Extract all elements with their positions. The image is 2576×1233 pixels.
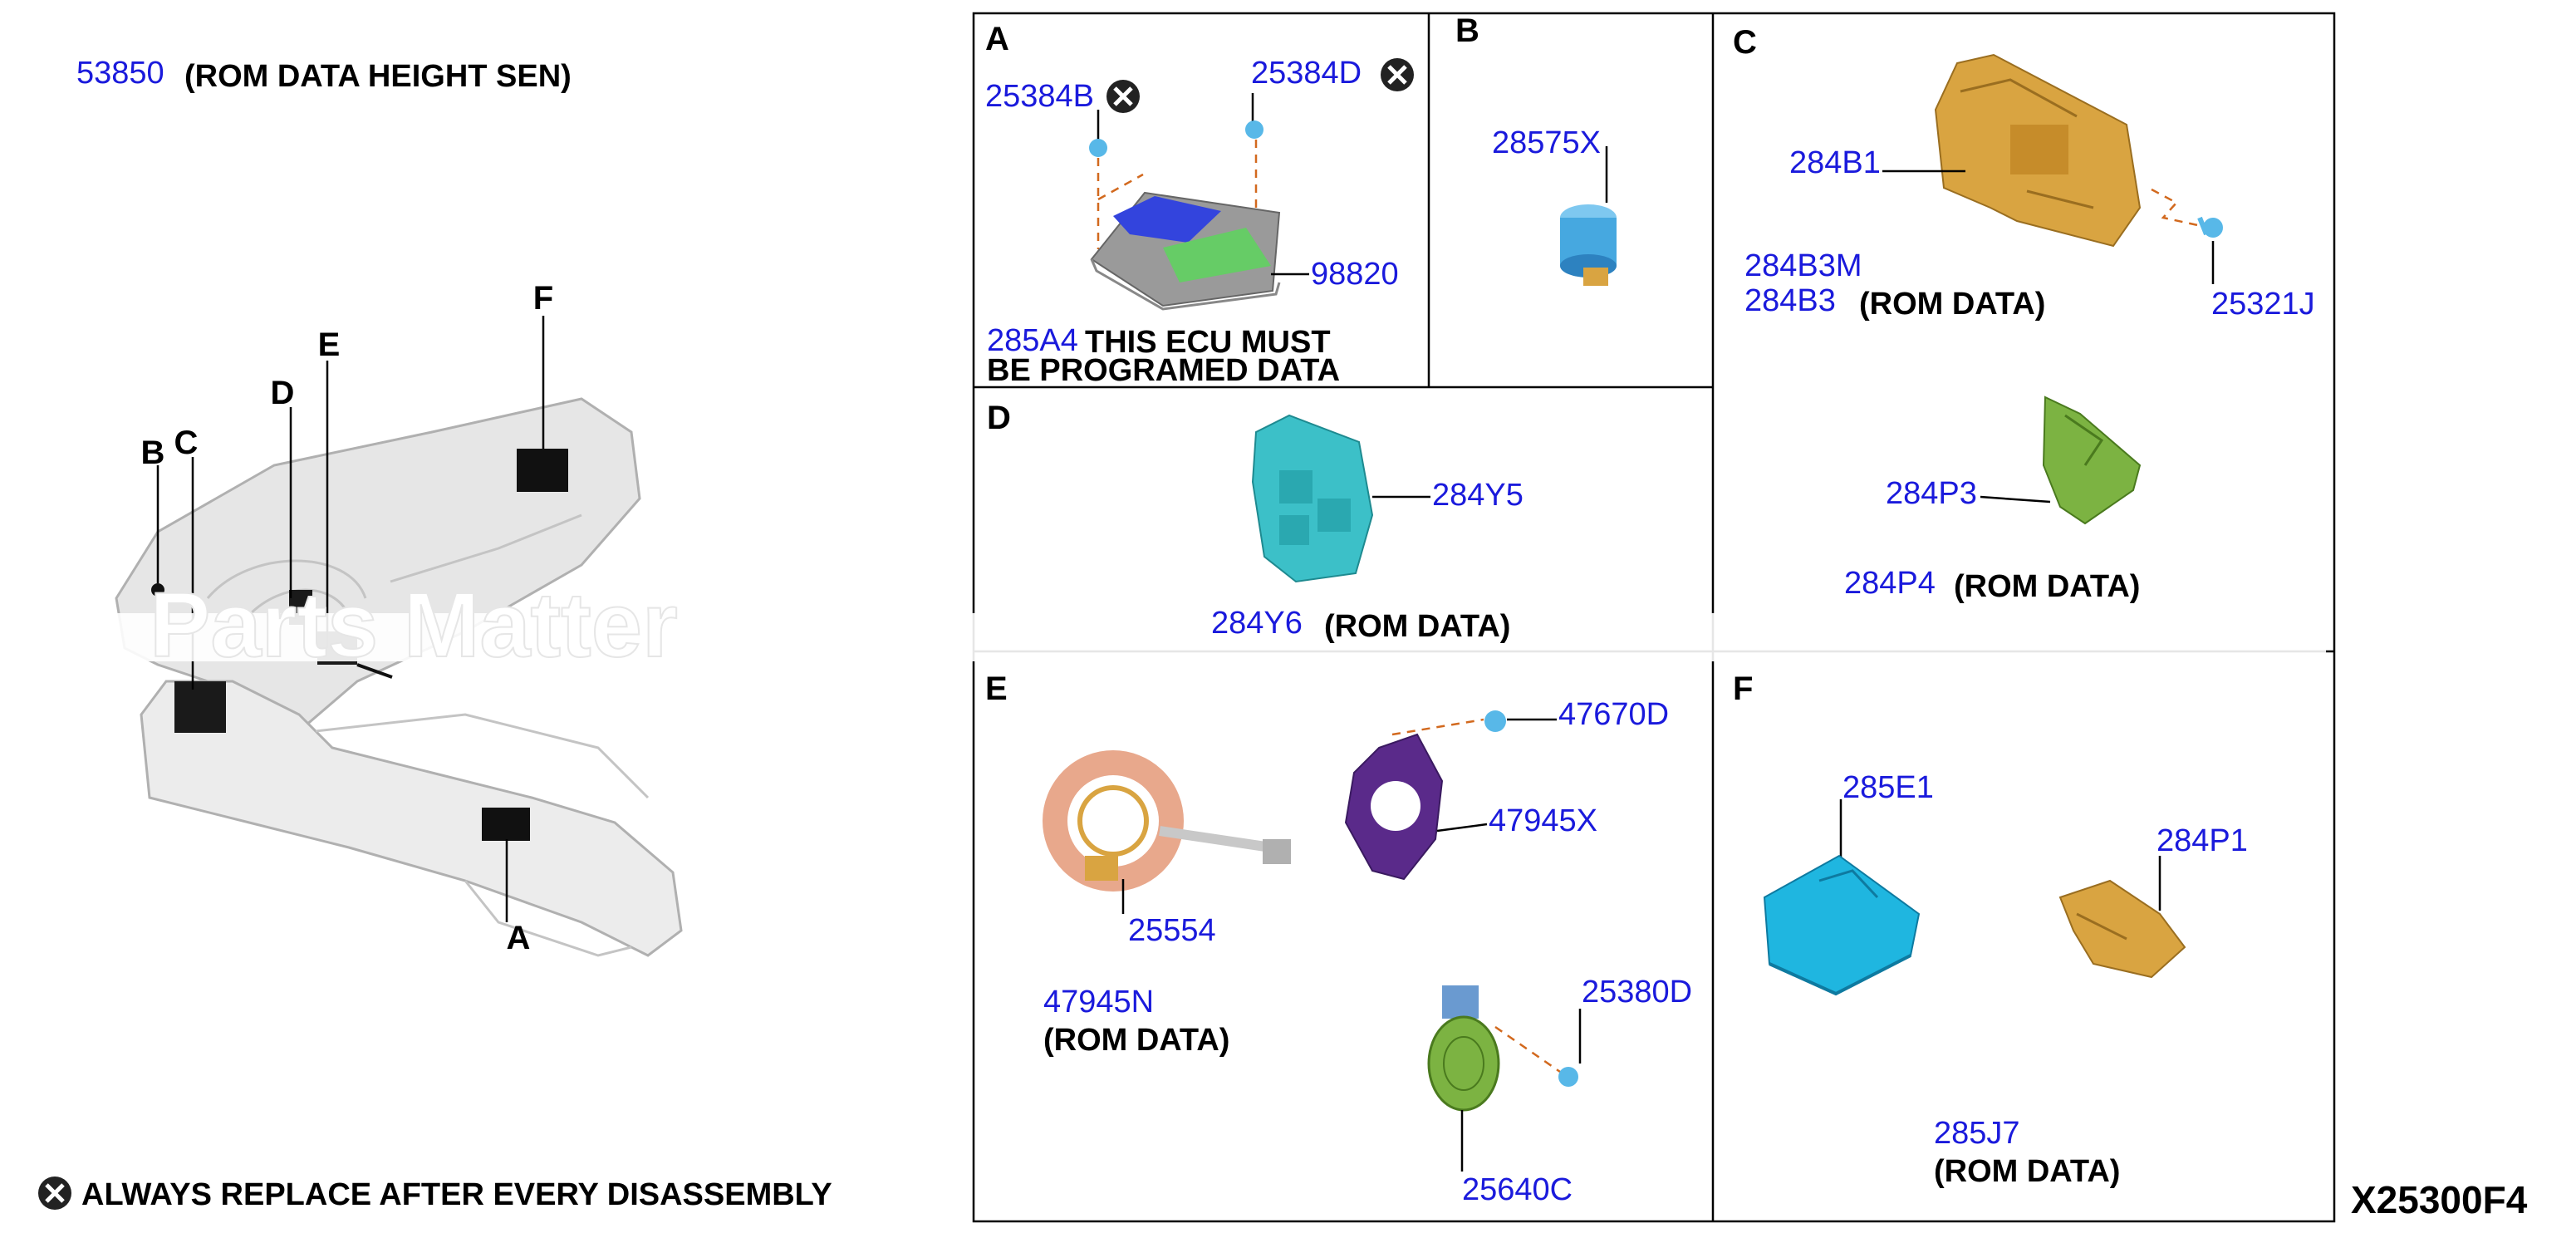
component-c-marker [174,681,226,733]
replace-marker-icon [1106,80,1140,113]
panel-e: E 25554 47945N (ROM DATA) 47670D 47945X [985,671,1692,1207]
panel-d: D 284Y5 284Y6 (ROM DATA) [987,400,1524,644]
airbag-ecu-icon [1090,191,1281,311]
part-47670D[interactable]: 47670D [1558,697,1669,732]
part-47945X[interactable]: 47945X [1489,803,1597,838]
panel-a-note-line1: THIS ECU MUST [1085,325,1331,360]
part-25640C[interactable]: 25640C [1462,1172,1573,1207]
bracket-284p1-icon [2058,879,2186,979]
screw-icon [1089,139,1107,157]
panel-f-letter: F [1733,671,1753,707]
part-25554[interactable]: 25554 [1128,913,1216,948]
spiral-cable-icon [1043,750,1291,892]
bcm-icon [1934,53,2142,248]
part-25384B[interactable]: 25384B [985,79,1094,114]
header-description: (ROM DATA HEIGHT SEN) [184,59,572,94]
panel-e-letter: E [985,671,1008,707]
part-25321J[interactable]: 25321J [2211,287,2315,322]
diagram-code: X25300F4 [2351,1178,2528,1221]
part-284P1[interactable]: 284P1 [2156,823,2248,858]
panel-c-rom1: (ROM DATA) [1859,287,2045,322]
sensor-b-icon [1560,204,1617,286]
panel-c: C 284B1 284B3M 284B3 (ROM DATA) 25321J 2… [1733,24,2315,604]
callout-f[interactable]: F [533,280,553,317]
part-284P4[interactable]: 284P4 [1844,566,1936,601]
panel-f-rom: (ROM DATA) [1934,1154,2120,1189]
panel-a-note-line2: BE PROGRAMED DATA [987,353,1340,388]
watermark-text: Parts Matter [150,574,678,676]
part-47945N[interactable]: 47945N [1043,985,1154,1019]
panel-b-letter: B [1455,12,1479,49]
part-28575X[interactable]: 28575X [1492,125,1601,160]
screw-icon [2197,216,2223,238]
bracket-icon [2042,395,2142,525]
horn-icon [1427,985,1500,1112]
footer-note: ALWAYS REPLACE AFTER EVERY DISASSEMBLY [81,1177,832,1212]
panel-d-letter: D [987,400,1011,436]
header-part-number[interactable]: 53850 [76,56,164,91]
screw-icon [1558,1067,1578,1087]
panel-f: F 285E1 284P1 285J7 (ROM DATA) [1733,671,2248,1189]
part-284B3M[interactable]: 284B3M [1744,248,1862,283]
component-f-marker [517,449,568,492]
panel-c-letter: C [1733,24,1757,61]
callout-d[interactable]: D [271,375,295,411]
callout-c[interactable]: C [174,425,199,461]
replace-marker-icon [38,1177,71,1210]
component-a-marker [482,808,530,841]
part-285J7[interactable]: 285J7 [1934,1116,2020,1151]
part-285A4[interactable]: 285A4 [987,323,1078,358]
module-285e1-icon [1763,854,1921,996]
ipdm-icon [1251,414,1374,583]
part-25384D[interactable]: 25384D [1251,56,1362,91]
screw-icon [1484,710,1506,732]
callout-b[interactable]: B [141,435,165,471]
callout-e[interactable]: E [318,327,341,363]
panel-a-letter: A [985,21,1009,57]
panel-c-rom2: (ROM DATA) [1954,569,2140,604]
part-25380D[interactable]: 25380D [1582,975,1692,1009]
callout-a[interactable]: A [507,920,531,956]
part-98820[interactable]: 98820 [1311,257,1399,292]
screw-icon [1245,120,1263,139]
part-284Y5[interactable]: 284Y5 [1432,478,1524,513]
part-284P3[interactable]: 284P3 [1886,476,1977,511]
steering-angle-sensor-icon [1344,733,1444,881]
component-b-marker [151,583,164,597]
watermark-band [116,613,2326,661]
part-284B1[interactable]: 284B1 [1789,145,1881,180]
part-284Y6[interactable]: 284Y6 [1211,606,1303,641]
part-284B3[interactable]: 284B3 [1744,283,1836,318]
panel-b: B 28575X [1455,12,1617,286]
panel-e-rom: (ROM DATA) [1043,1023,1229,1058]
panel-d-rom: (ROM DATA) [1324,609,1510,644]
panel-a: A 25384B 25384D 98820 285A4 THIS ECU MUS… [985,21,1414,388]
replace-marker-icon [1381,58,1414,91]
part-285E1[interactable]: 285E1 [1842,770,1934,805]
